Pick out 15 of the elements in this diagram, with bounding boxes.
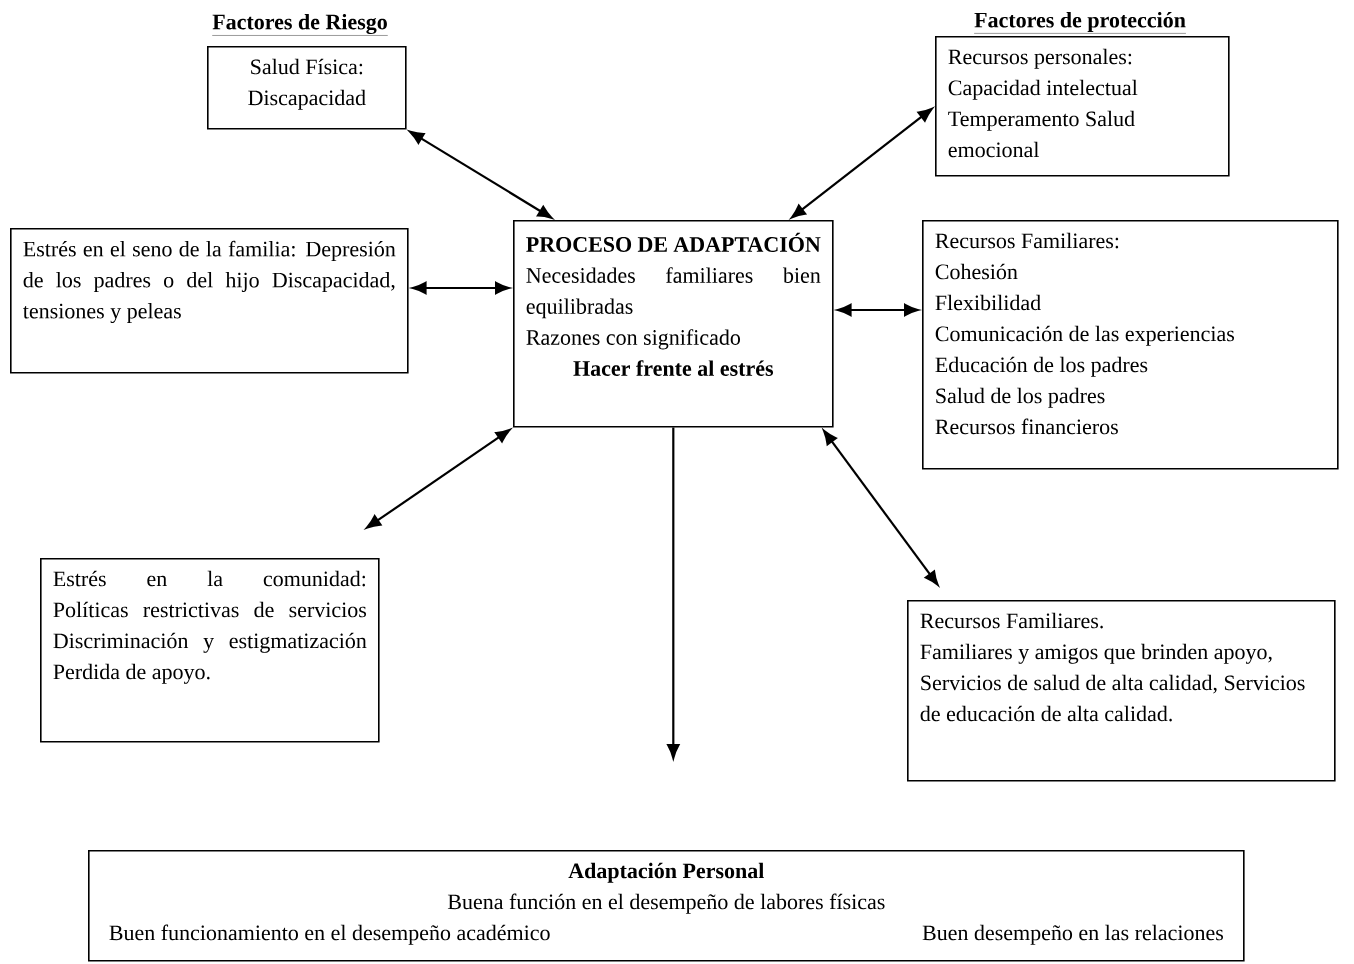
text-box: Salud Física: Discapacidad xyxy=(207,46,407,130)
text-box: Adaptación Personal Buena función en el desempeño de labores físicas Buen funcionamiento en el desempeño académico Buen desempeño en las relaciones xyxy=(88,850,1245,962)
text-box: Recursos personales: Capacidad intelectual Temperamento Salud emocional xyxy=(935,36,1230,177)
text-box: Recursos Familiares. Familiares y amigos que brinden apoyo, Servicios de salud de alta calidad, Servicios de educación de alta calidad. xyxy=(907,600,1336,782)
arrow xyxy=(409,130,553,219)
text-box: Estrés en la comunidad: Políticas restrictivas de servicios Discriminación y estigmatización Perdida de apoyo. xyxy=(40,558,380,743)
arrow xyxy=(667,427,680,759)
arrow xyxy=(366,428,511,529)
arrow xyxy=(836,303,919,317)
arrow xyxy=(790,107,933,219)
arrow xyxy=(823,430,939,586)
text-box: PROCESO DE ADAPTACIÓN Necesidades familiares bien equilibradas Razones con significado Hacer frente al estrés xyxy=(513,220,834,428)
text-box: Estrés en el seno de la familia: Depresión de los padres o del hijo Discapacidad, tensiones y peleas xyxy=(10,228,409,374)
arrow xyxy=(411,281,510,295)
text-box: Recursos Familiares: Cohesión Flexibilidad Comunicación de las experiencias Educación de los padres Salud de los padres Recursos financieros xyxy=(922,220,1339,470)
